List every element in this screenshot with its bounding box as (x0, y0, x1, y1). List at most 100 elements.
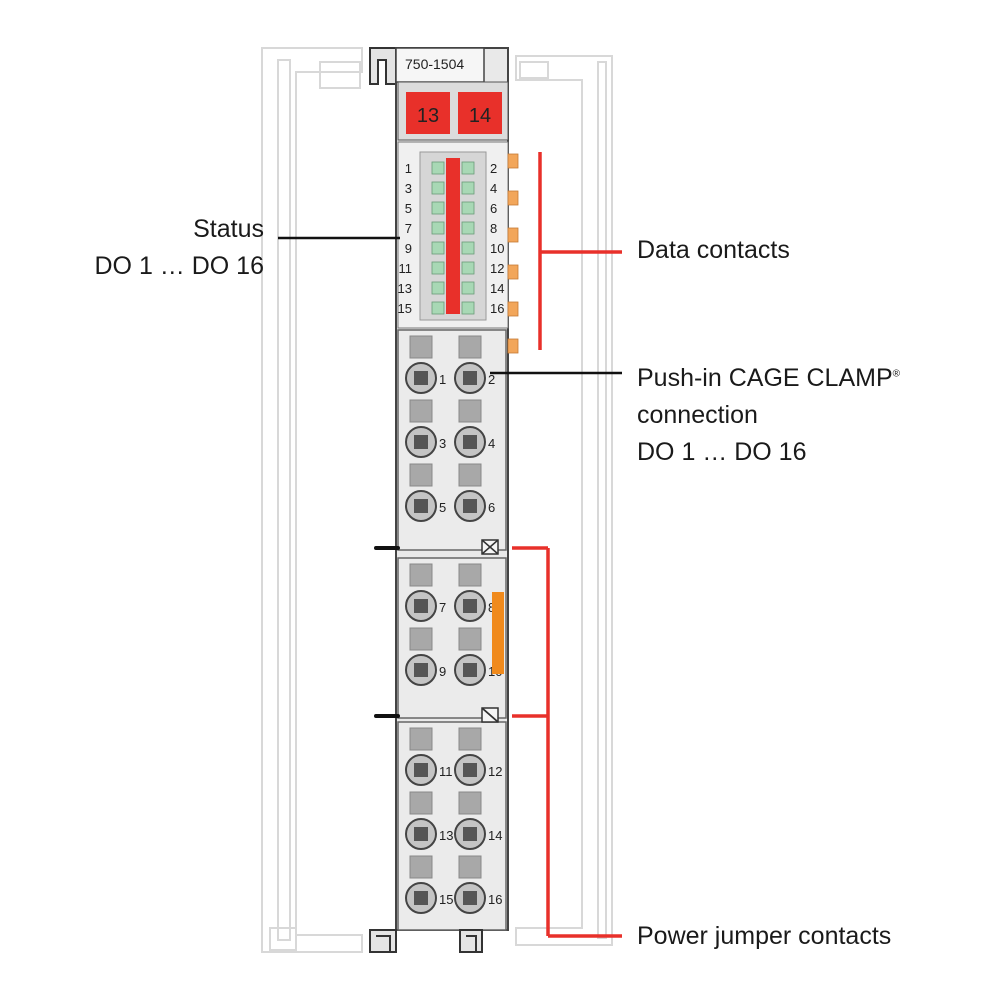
status-led (431, 181, 445, 195)
terminal-number: 8 (488, 600, 495, 615)
clamp-hole (463, 599, 477, 613)
release-slot (409, 791, 433, 815)
jumper-contact-lower (481, 707, 499, 723)
led-number-label: 8 (490, 221, 497, 236)
clamp-hole (463, 371, 477, 385)
push-in-line3: DO 1 … DO 16 (637, 438, 807, 466)
marker-13-label: 13 (417, 105, 439, 127)
terminal-number: 3 (439, 436, 446, 451)
status-led (431, 261, 445, 275)
release-slot (409, 855, 433, 879)
release-slot (458, 335, 482, 359)
led-number-label: 13 (398, 281, 412, 296)
led-number-label: 16 (490, 301, 504, 316)
data-contact (507, 190, 519, 206)
data-contact (507, 264, 519, 280)
led-number-label: 4 (490, 181, 497, 196)
status-led (461, 221, 475, 235)
push-in-line2: connection (637, 401, 758, 429)
status-led (431, 241, 445, 255)
push-in-callout: Push-in CAGE CLAMP® connection DO 1 … DO… (637, 360, 900, 471)
release-slot (409, 727, 433, 751)
marker-14 (458, 92, 502, 134)
release-slot (409, 399, 433, 423)
terminal-number: 11 (439, 764, 453, 779)
release-slot (458, 791, 482, 815)
status-callout: Status DO 1 … DO 16 (60, 211, 265, 285)
terminal-number: 4 (488, 436, 495, 451)
jumper-contact-upper (481, 539, 499, 555)
status-callout-line1: Status (193, 215, 264, 243)
led-number-label: 12 (490, 261, 504, 276)
led-number-label: 11 (399, 261, 413, 276)
data-contacts (507, 153, 519, 354)
power-jumper-bar (492, 592, 504, 674)
clamp-hole (463, 499, 477, 513)
led-number-label: 10 (490, 241, 504, 256)
clamp-hole (463, 763, 477, 777)
marker-13 (406, 92, 450, 134)
terminal-number: 7 (439, 600, 446, 615)
release-slot (409, 563, 433, 587)
data-contacts-callout: Data contacts (637, 232, 790, 269)
clamp-hole (414, 599, 428, 613)
push-in-line1: Push-in CAGE CLAMP® (637, 364, 901, 392)
release-slot (458, 627, 482, 651)
led-number-label: 15 (398, 301, 412, 316)
clamp-hole (463, 435, 477, 449)
clamp-hole (463, 891, 477, 905)
terminal-number: 14 (488, 828, 502, 843)
status-led (461, 241, 475, 255)
status-led (431, 161, 445, 175)
terminal-number: 2 (488, 372, 495, 387)
clamp-hole (414, 435, 428, 449)
neighbor-module-outline (261, 47, 613, 953)
clamp-hole (414, 763, 428, 777)
status-led (461, 261, 475, 275)
data-contact (507, 153, 519, 169)
registered-mark: ® (892, 368, 901, 380)
terminal-number: 15 (439, 892, 453, 907)
clamp-hole (414, 891, 428, 905)
status-led (461, 281, 475, 295)
led-number-label: 14 (490, 281, 504, 296)
release-slot (409, 627, 433, 651)
clamp-hole (414, 663, 428, 677)
data-contacts-label: Data contacts (637, 236, 790, 264)
power-jumper-callout: Power jumper contacts (637, 918, 891, 955)
led-red-bar (446, 158, 460, 314)
status-led (461, 161, 475, 175)
terminal-number: 13 (439, 828, 453, 843)
led-number-label: 2 (490, 161, 497, 176)
clamp-hole (414, 827, 428, 841)
release-slot (458, 463, 482, 487)
status-callout-line2: DO 1 … DO 16 (94, 252, 265, 280)
data-contacts-bracket (538, 152, 622, 350)
terminal-number: 9 (439, 664, 446, 679)
bottom-rail-clip (369, 929, 483, 953)
clamp-hole (463, 827, 477, 841)
terminal-number: 5 (439, 500, 446, 515)
led-number-label: 1 (405, 161, 412, 176)
status-led (431, 281, 445, 295)
release-slot (458, 855, 482, 879)
terminal-number: 1 (439, 372, 446, 387)
led-number-label: 7 (405, 221, 412, 236)
power-jumper-bracket (512, 546, 622, 938)
clamp-hole (414, 499, 428, 513)
status-led (461, 201, 475, 215)
led-number-label: 3 (405, 181, 412, 196)
data-contact (507, 227, 519, 243)
release-slot (409, 463, 433, 487)
release-slot (409, 335, 433, 359)
status-led (431, 201, 445, 215)
status-led (461, 181, 475, 195)
clamp-hole (463, 663, 477, 677)
status-led (431, 301, 445, 315)
power-jumper-label: Power jumper contacts (637, 922, 892, 950)
module-model-label: 750-1504 (405, 56, 464, 72)
led-number-label: 5 (405, 201, 412, 216)
